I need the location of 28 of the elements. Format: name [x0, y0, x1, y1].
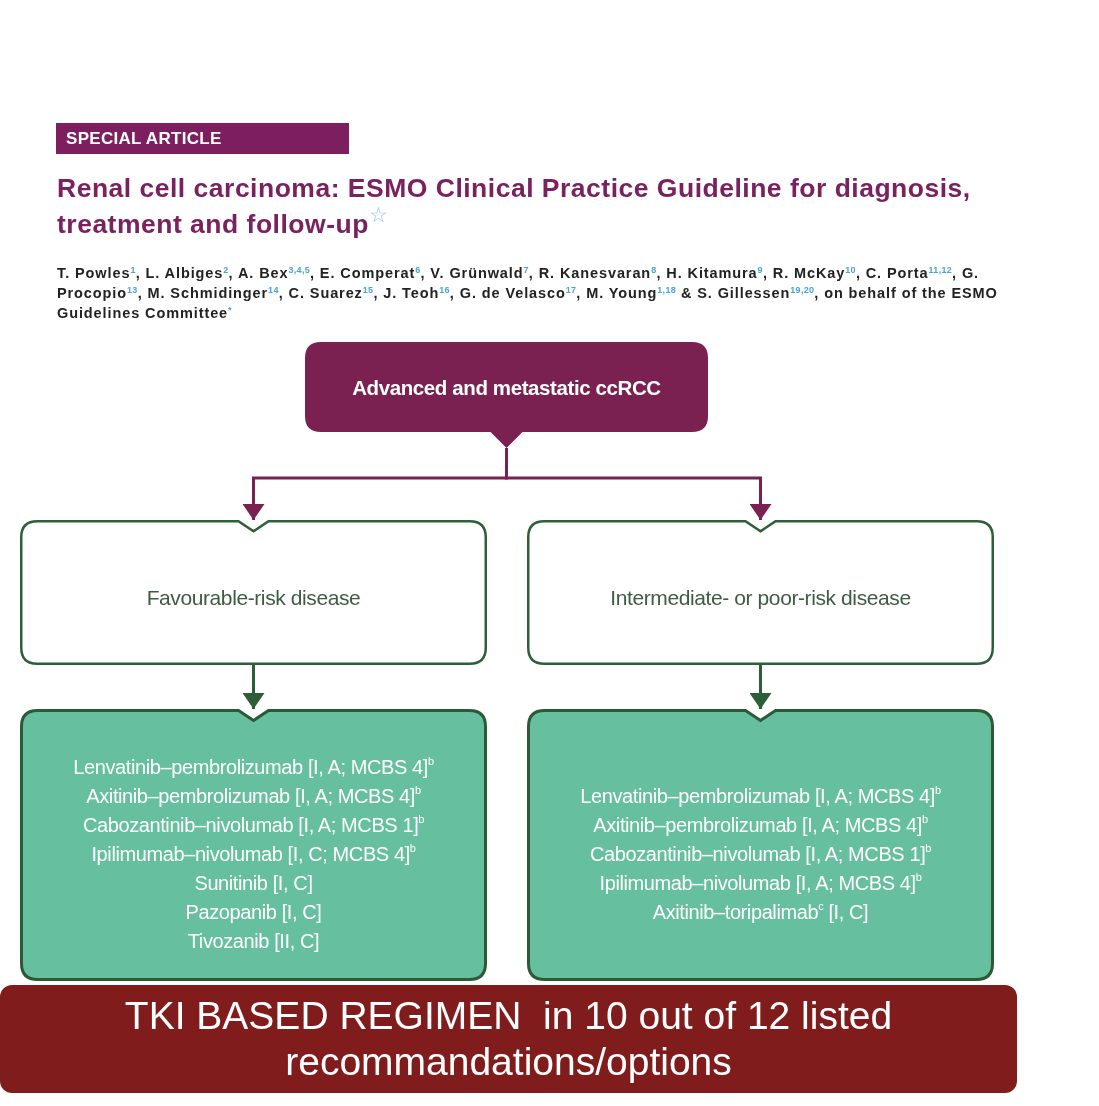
connector-arrow — [749, 665, 772, 709]
regimen-text: Axitinib–pembrolizumab [I, A; MCBS 4]$^{b}$ — [86, 782, 421, 809]
summary-banner — [0, 985, 1017, 1093]
regimen-text: Axitinib–toripalimab$^{c}$ [I, C] — [652, 898, 869, 925]
treatment-box — [527, 709, 994, 981]
regimen-text: Ipilimumab–nivolumab [I, A; MCBS 4]$^{b}$ — [599, 869, 922, 896]
treatment-box — [20, 709, 487, 981]
regimen-text: Sunitinib [I, C] — [194, 870, 313, 896]
regimen-text: Axitinib–pembrolizumab [I, A; MCBS 4]$^{b}$ — [593, 811, 928, 838]
regimen-text: Cabozantinib–nivolumab [I, A; MCBS 1]$^{b}$ — [82, 811, 425, 838]
article-title: Renal cell carcinoma: ESMO Clinical Practice Guideline for diagnosis, treatment and follow-up$^{☆}$ — [57, 172, 972, 241]
risk-group-box — [20, 520, 487, 665]
category-box — [305, 342, 708, 448]
regimen-text: Lenvatinib–pembrolizumab [I, A; MCBS 4]$^{b}$ — [580, 782, 941, 809]
box-label: Favourable-risk disease — [146, 585, 361, 611]
regimen-text: Pazopanib [I, C] — [185, 899, 322, 925]
banner-text: TKI BASED REGIMEN in 10 out of 12 listed recommandations/options — [123, 993, 894, 1085]
regimen-text: Ipilimumab–nivolumab [I, C; MCBS 4]$^{b}$ — [91, 840, 416, 867]
regimen-text: Cabozantinib–nivolumab [I, A; MCBS 1]$^{b}$ — [589, 840, 932, 867]
regimen-text: Tivozanib [II, C] — [187, 928, 320, 954]
box-label: Advanced and metastatic ccRCC — [352, 374, 661, 401]
band-label: SPECIAL ARTICLE — [66, 128, 222, 149]
risk-group-box — [527, 520, 994, 665]
connector-arrow — [242, 665, 265, 709]
box-label: Intermediate- or poor-risk disease — [610, 585, 911, 611]
author-list: T. Powles$^{1}$, L. Albiges$^{2}$, A. Bex$^{3,4,5}$, E. Comperat$^{6}$, V. Grünwald$^{7}$, R. Kanesvaran$^{8}$, H. Kitamura$^{9}$, R. McKay$^{10}$, C. Porta$^{11,12}$, G. Procopio$^{13}$, M. Schmidinger$^{14}$, C. Suarez$^{15}$, J. Teoh$^{16}$, G. de Velasco$^{17}$, M. Young$^{1,18}$ & S. Gillessen$^{19,20}$, on behalf of the ESMO Guidelines Committee$^{*}$ — [57, 263, 1042, 323]
article-type-band — [56, 123, 349, 154]
regimen-text: Lenvatinib–pembrolizumab [I, A; MCBS 4]$^{b}$ — [73, 753, 434, 780]
